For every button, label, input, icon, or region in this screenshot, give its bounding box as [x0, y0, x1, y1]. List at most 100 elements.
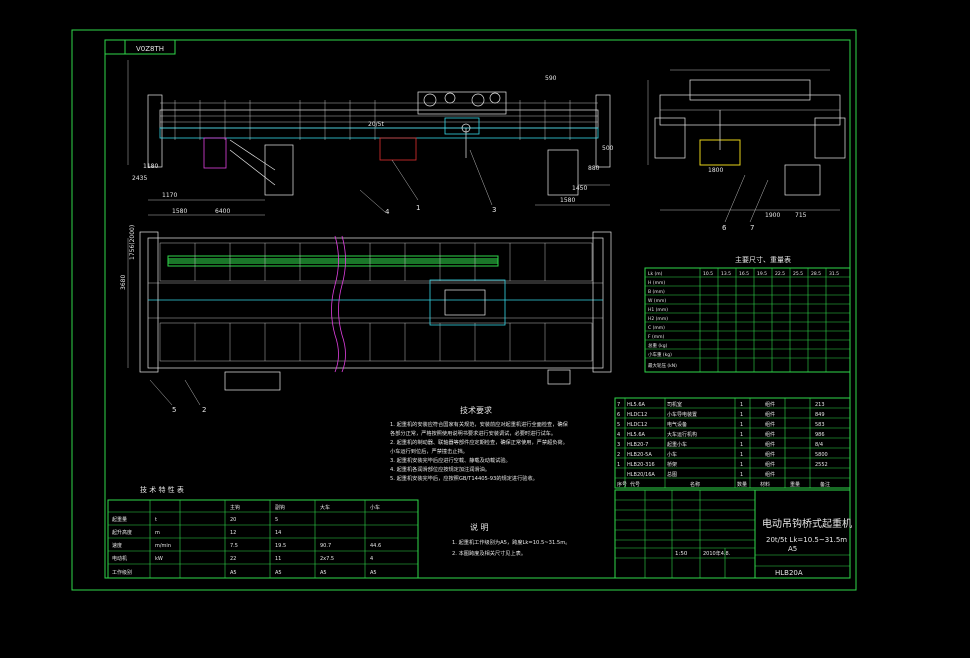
pt-h-wt: 重量: [790, 481, 800, 488]
dim-6400: 6400: [215, 208, 230, 215]
mt-col-1: 13.5: [721, 271, 731, 277]
perf-r3-label: 电动机: [112, 555, 127, 562]
dim-1900: 1900: [765, 212, 780, 219]
pt-r2-no: 5: [617, 422, 620, 428]
perf-r1-unit: m: [155, 530, 160, 536]
perf-r1-aux: 14: [275, 530, 281, 536]
performance-title: 技 术 特 性 表: [140, 485, 184, 494]
mt-col-6: 28.5: [811, 271, 821, 277]
pt-r7-code: HLB20/16A: [627, 472, 655, 478]
mt-row-10: 最大轮压 (kN): [648, 362, 677, 369]
mt-row-1: H (mm): [648, 280, 665, 286]
mt-col-7: 31.5: [829, 271, 839, 277]
callout-1: 1: [416, 204, 420, 212]
mt-row-0: Lk (m): [648, 271, 663, 277]
pt-r6-name: 桥架: [667, 461, 677, 468]
dim-plan-3680: 3680: [120, 275, 127, 290]
pt-h-qty: 数量: [737, 481, 747, 488]
pt-r1-qty: 1: [740, 412, 743, 418]
mt-row-3: W (mm): [648, 298, 666, 304]
pt-r4-name: 起重小车: [667, 441, 687, 448]
pt-r2-mat: 组件: [765, 421, 775, 428]
parts-list-table: [614, 397, 851, 489]
performance-rows: 主钩 副钩 大车 小车 起重量 t 20 5 起升高度 m 12 14 速度 m…: [112, 504, 381, 576]
pt-r4-code: HLB20-7: [627, 442, 648, 448]
perf-h-bridge: 大车: [320, 504, 330, 511]
callout-2: 2: [202, 406, 206, 414]
perf-r4-aux: A5: [275, 570, 282, 576]
perf-r2-unit: m/min: [155, 543, 171, 549]
pt-r5-no: 2: [617, 452, 620, 458]
mt-col-2: 16.5: [739, 271, 749, 277]
pt-r0-wt: 213: [815, 402, 825, 408]
pt-r1-mat: 组件: [765, 411, 775, 418]
mt-row-2: B (mm): [648, 289, 665, 295]
dim-880: 880: [588, 165, 600, 172]
perf-h-trolley: 小车: [370, 504, 380, 511]
tech-req-line-5: 4. 起重机各润滑部位应按规定加注润滑油。: [390, 465, 490, 473]
tech-req-line-1: 各部分正常，严格按照使用说明书要求进行安装调试，必要时进行试车。: [390, 429, 556, 437]
perf-r1-label: 起升高度: [112, 529, 132, 536]
notes-title: 说 明: [470, 522, 489, 532]
perf-h-aux: 副钩: [275, 504, 285, 511]
front-elevation-view: [127, 60, 611, 216]
dim-1800: 1800: [708, 167, 723, 174]
perf-r4-label: 工作级别: [112, 569, 132, 576]
perf-r3-bridge: 2x7.5: [320, 556, 334, 562]
drawing-scale: 1:50: [675, 551, 688, 557]
perf-r2-trolley: 44.6: [370, 543, 381, 549]
perf-r3-trolley: 4: [370, 556, 373, 562]
callout-6: 6: [722, 224, 727, 232]
pt-r6-no: 1: [617, 462, 620, 468]
plan-view: [127, 231, 612, 391]
title-block: [614, 489, 851, 579]
pt-r6-code: HLB20-316: [627, 462, 655, 468]
pt-r1-name: 小车导电装置: [667, 411, 697, 418]
pt-r5-code: HLB20-5A: [627, 452, 652, 458]
perf-r4-main: A5: [230, 570, 237, 576]
pt-r5-name: 小车: [667, 451, 677, 458]
pt-r1-wt: 849: [815, 412, 825, 418]
pt-r2-qty: 1: [740, 422, 743, 428]
perf-r0-aux: 5: [275, 517, 278, 523]
outer-border: [71, 29, 857, 591]
perf-r3-aux: 11: [275, 556, 281, 562]
pt-r1-code: HLDC12: [627, 412, 647, 418]
dim-1580-b: 1580: [560, 197, 575, 204]
pt-r3-wt: 986: [815, 432, 825, 438]
dim-1170: 1170: [162, 192, 177, 199]
pt-r4-wt: 8/4: [815, 442, 823, 448]
code-box: V0Z8TH: [104, 39, 176, 55]
pt-h-note: 备注: [820, 481, 830, 488]
mt-col-5: 25.5: [793, 271, 803, 277]
perf-r1-main: 12: [230, 530, 236, 536]
pt-r2-name: 电气设备: [667, 421, 687, 428]
pt-r5-wt: 5800: [815, 452, 828, 458]
pt-r3-code: HL5.6A: [627, 432, 645, 438]
perf-r0-unit: t: [155, 517, 157, 523]
mt-row-6: C (mm): [648, 325, 665, 331]
pt-r3-name: 大车运行机构: [667, 431, 697, 438]
pt-r2-code: HLDC12: [627, 422, 647, 428]
perf-r3-main: 22: [230, 556, 236, 562]
perf-r4-bridge: A5: [320, 570, 327, 576]
tech-req-line-0: 1. 起重机的安装应符合国家有关规范，安装前应对起重机进行全面检查，确保: [390, 420, 569, 428]
pt-r3-no: 4: [617, 432, 620, 438]
perf-r2-bridge: 90.7: [320, 543, 331, 549]
dim-1580: 1580: [172, 208, 187, 215]
leader-lines: [149, 149, 769, 406]
pt-r0-mat: 组件: [765, 401, 775, 408]
mt-row-8: 总重 (kg): [648, 342, 668, 349]
pt-r2-wt: 583: [815, 422, 825, 428]
perf-r2-label: 速度: [112, 542, 122, 549]
pt-r0-name: 司机室: [667, 401, 682, 408]
pt-r6-mat: 组件: [765, 461, 775, 468]
perf-h-main: 主钩: [230, 504, 240, 511]
drawing-date: 2010年4.8.: [703, 550, 731, 557]
perf-r2-aux: 19.5: [275, 543, 286, 549]
drawing-number: HLB20A: [775, 569, 803, 577]
pt-r7-name: 总图: [667, 471, 677, 478]
pt-r6-wt: 2552: [815, 462, 828, 468]
tech-req-line-3: 小车运行到位后，严禁撞击止挡。: [390, 447, 468, 455]
